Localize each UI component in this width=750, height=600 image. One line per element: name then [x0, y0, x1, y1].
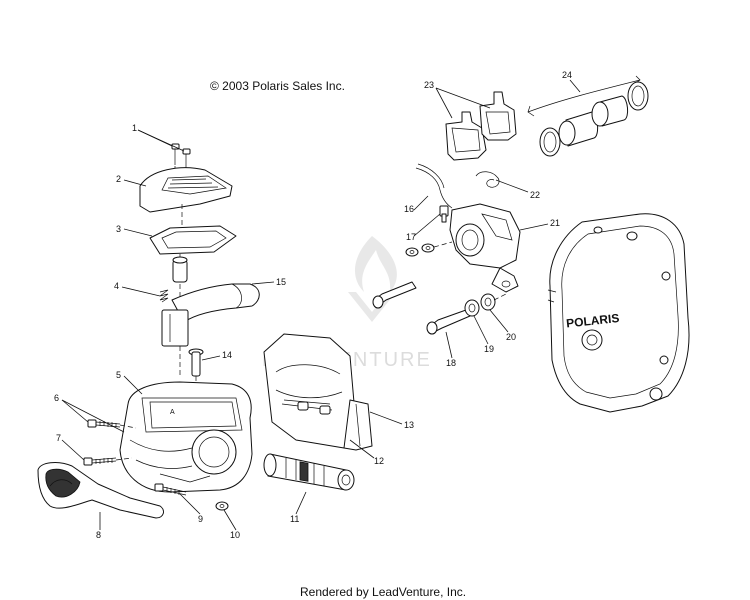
part-4-spring [159, 289, 169, 303]
callout-12: 12 [374, 456, 384, 466]
part-24-piston-seals [527, 75, 649, 157]
part-18-bolt [426, 309, 471, 335]
callout-16: 16 [404, 204, 414, 214]
part-washers-upper [405, 241, 453, 257]
callout-11: 11 [290, 514, 299, 524]
part-10-nut [215, 501, 229, 511]
copyright-text: © 2003 Polaris Sales Inc. [210, 79, 345, 93]
callout-8: 8 [96, 530, 101, 540]
part-6-screw [87, 419, 137, 429]
callout-18: 18 [446, 358, 456, 368]
callout-14: 14 [222, 350, 232, 360]
footer-credit: Rendered by LeadVenture, Inc. [300, 585, 466, 599]
part-22-clip [475, 171, 500, 188]
part-2-top-cover [139, 167, 233, 230]
callout-20: 20 [506, 332, 516, 342]
part-plunger [172, 256, 188, 300]
callout-1: 1 [132, 123, 137, 133]
part-9-screw [154, 483, 187, 496]
callout-22: 22 [530, 190, 540, 200]
part-23-brake-pads [445, 91, 517, 161]
part-pivot-block [161, 309, 189, 376]
part-7-screw [83, 457, 133, 466]
callout-9: 9 [198, 514, 203, 524]
part-20-washer [480, 293, 507, 311]
part-11-piston [263, 453, 355, 491]
callout-7: 7 [56, 433, 61, 443]
callout-labels: 1 2 3 4 5 6 7 8 9 10 11 12 13 14 15 16 1… [54, 70, 572, 540]
callout-24: 24 [562, 70, 572, 80]
part-13-diaphragm [343, 399, 373, 451]
callout-19: 19 [484, 344, 494, 354]
callout-4: 4 [114, 281, 119, 291]
callout-2: 2 [116, 174, 121, 184]
part-17-bleeder [439, 205, 449, 223]
part-8-handle [37, 462, 164, 519]
leader-lines [61, 79, 581, 531]
part-16-brake-line [415, 163, 453, 209]
callout-23: 23 [424, 80, 434, 90]
callout-15: 15 [276, 277, 286, 287]
callout-5: 5 [116, 370, 121, 380]
callout-6: 6 [54, 393, 59, 403]
part-bolt-upper [372, 281, 417, 309]
part-chaincase-cover: POLARIS [547, 213, 690, 413]
part-19-washer [464, 299, 480, 317]
cover-logo-text: POLARIS [565, 311, 620, 330]
callout-10: 10 [230, 530, 240, 540]
callout-17: 17 [406, 232, 416, 242]
callout-13: 13 [404, 420, 414, 430]
part-15-lever [171, 283, 260, 323]
part-3-gasket [149, 225, 237, 262]
part-21-caliper [449, 203, 521, 293]
part-12-reservoir-cover [263, 333, 357, 449]
callout-3: 3 [116, 224, 121, 234]
svg-text:A: A [170, 409, 175, 416]
callout-21: 21 [550, 218, 560, 228]
part-5-housing: A [119, 381, 253, 493]
